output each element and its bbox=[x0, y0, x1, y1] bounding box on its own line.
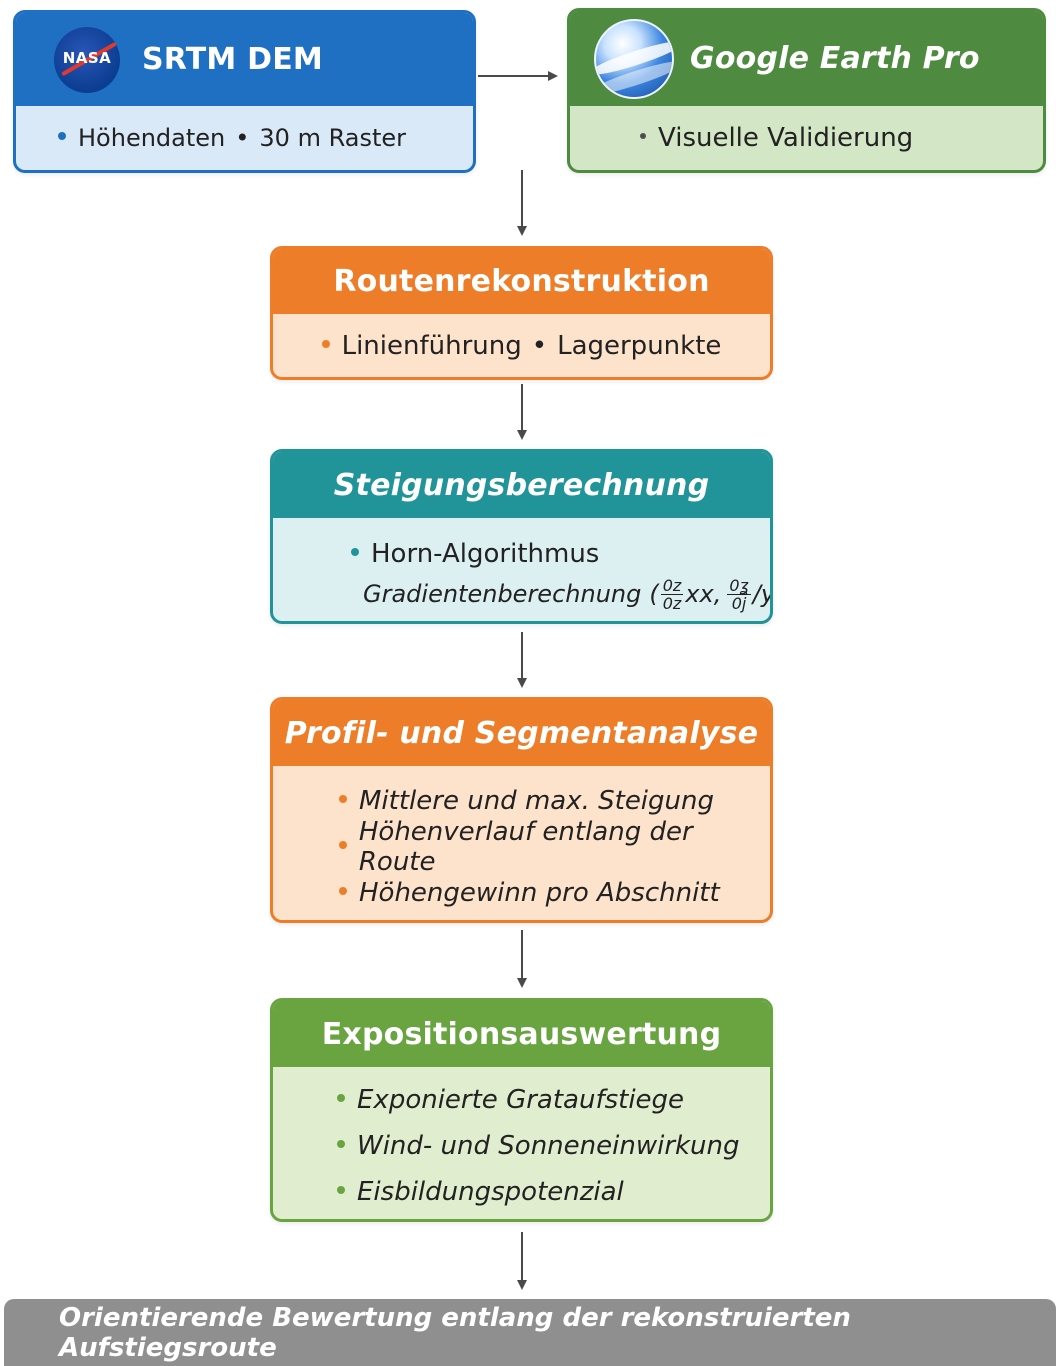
list-item: Exponierte Grataufstiege bbox=[337, 1077, 770, 1123]
exposure-evaluation-details: Exponierte Grataufstiege Wind- und Sonne… bbox=[273, 1067, 770, 1215]
srtm-dem-header: NASA SRTM DEM bbox=[16, 13, 473, 106]
list-item: Höhengewinn pro Abschnitt bbox=[339, 870, 770, 916]
bullet-icon bbox=[58, 132, 66, 140]
bullet-icon bbox=[351, 548, 359, 556]
bullet-icon bbox=[339, 841, 347, 849]
google-earth-pro-details: Visuelle Validierung bbox=[570, 106, 1043, 170]
srtm-item-elevation: Höhendaten bbox=[78, 124, 226, 152]
google-earth-globe-icon bbox=[594, 18, 674, 99]
bullet-icon bbox=[339, 795, 347, 803]
exposure-item-ridges: Exponierte Grataufstiege bbox=[357, 1085, 685, 1115]
google-earth-pro-title: Google Earth Pro bbox=[690, 41, 980, 76]
list-item: Mittlere und max. Steigung bbox=[339, 778, 770, 824]
route-item-camps: Lagerpunkte bbox=[557, 330, 722, 361]
list-item: Höhenverlauf entlang der Route bbox=[339, 817, 770, 877]
google-earth-pro-box: Google Earth Pro Visuelle Validierung bbox=[567, 8, 1046, 173]
bullet-icon bbox=[640, 133, 646, 139]
profile-item-elevation-course: Höhenverlauf entlang der Route bbox=[358, 817, 693, 877]
srtm-dem-details: Höhendaten • 30 m Raster bbox=[16, 106, 473, 170]
profile-segment-analysis-title: Profil- und Segmentanalyse bbox=[273, 700, 770, 766]
exposure-item-wind-sun: Wind- und Sonneneinwirkung bbox=[357, 1131, 740, 1161]
google-earth-pro-header: Google Earth Pro bbox=[570, 11, 1043, 106]
route-item-alignment: Linienführung bbox=[341, 330, 522, 361]
bullet-icon bbox=[339, 887, 347, 895]
slope-calculation-box: Steigungsberechnung Horn-Algorithmus Gra… bbox=[270, 449, 773, 624]
google-earth-item-validation: Visuelle Validierung bbox=[658, 123, 914, 153]
profile-segment-analysis-details: Mittlere und max. Steigung Höhenverlauf … bbox=[273, 766, 770, 916]
list-item: Horn-Algorithmus bbox=[351, 534, 770, 574]
exposure-item-icing: Eisbildungspotenzial bbox=[357, 1177, 624, 1207]
profile-item-slope: Mittlere und max. Steigung bbox=[359, 786, 714, 816]
srtm-item-resolution: 30 m Raster bbox=[259, 124, 406, 152]
separator-dot: • bbox=[235, 124, 250, 152]
route-reconstruction-details: Linienführung • Lagerpunkte bbox=[273, 314, 770, 377]
slope-item-gradient: Gradientenberechnung bbox=[363, 580, 642, 608]
srtm-dem-box: NASA SRTM DEM Höhendaten • 30 m Raster bbox=[13, 10, 476, 173]
exposure-evaluation-box: Expositionsauswertung Exponierte Gratauf… bbox=[270, 998, 773, 1222]
nasa-logo-icon: NASA bbox=[54, 26, 120, 93]
exposure-evaluation-title: Expositionsauswertung bbox=[273, 1001, 770, 1067]
bullet-icon bbox=[337, 1094, 345, 1102]
separator-dot: • bbox=[531, 330, 548, 361]
slope-calculation-title: Steigungsberechnung bbox=[273, 452, 770, 518]
slope-calculation-details: Horn-Algorithmus Gradientenberechnung ( … bbox=[273, 518, 770, 614]
route-reconstruction-title: Routenrekonstruktion bbox=[273, 249, 770, 314]
result-text: Orientierende Bewertung entlang der reko… bbox=[59, 1302, 851, 1363]
bullet-icon bbox=[337, 1140, 345, 1148]
bullet-icon bbox=[337, 1186, 345, 1194]
list-item: Eisbildungspotenzial bbox=[337, 1169, 770, 1215]
profile-segment-analysis-box: Profil- und Segmentanalyse Mittlere und … bbox=[270, 697, 773, 923]
bullet-icon bbox=[321, 339, 330, 348]
route-reconstruction-box: Routenrekonstruktion Linienführung • Lag… bbox=[270, 246, 773, 380]
result-banner: Orientierende Bewertung entlang der reko… bbox=[4, 1299, 1056, 1366]
profile-item-elevation-gain: Höhengewinn pro Abschnitt bbox=[359, 878, 720, 908]
srtm-dem-title: SRTM DEM bbox=[142, 42, 323, 77]
list-item: Wind- und Sonneneinwirkung bbox=[337, 1123, 770, 1169]
slope-item-horn: Horn-Algorithmus bbox=[371, 539, 600, 569]
